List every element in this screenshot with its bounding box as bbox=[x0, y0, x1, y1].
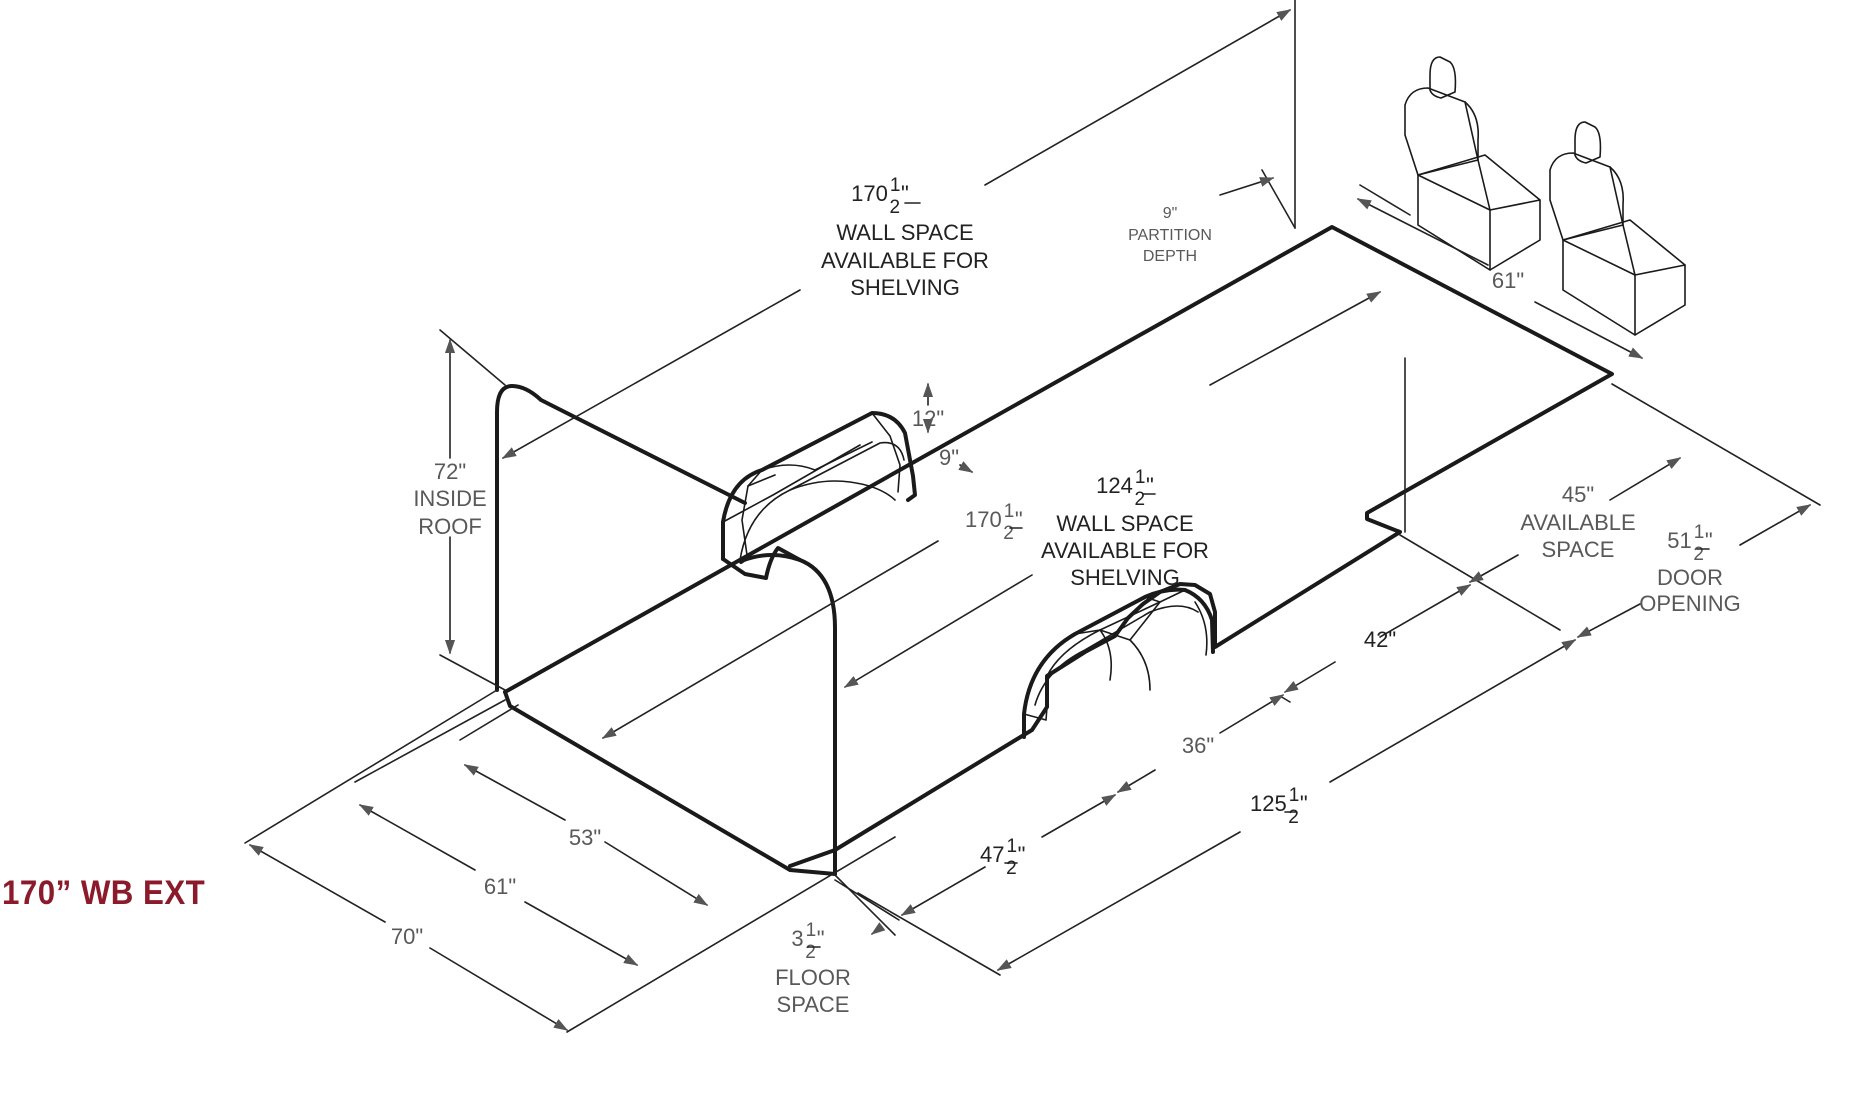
svg-text:INSIDE: INSIDE bbox=[413, 486, 486, 511]
svg-text:ROOF: ROOF bbox=[418, 514, 482, 539]
label-42: 42" bbox=[1364, 627, 1396, 652]
rear-wall-right-door-post bbox=[739, 553, 837, 876]
cargo-floor-outline bbox=[503, 225, 1614, 876]
passenger-seat bbox=[1549, 121, 1686, 336]
svg-text:WALL SPACE: WALL SPACE bbox=[836, 220, 973, 245]
label-wheel-well-depth: 9" bbox=[939, 445, 959, 470]
svg-text:DOOR: DOOR bbox=[1657, 565, 1723, 590]
label-53: 53" bbox=[569, 825, 601, 850]
svg-text:9": 9" bbox=[1163, 205, 1178, 222]
svg-text:AVAILABLE FOR: AVAILABLE FOR bbox=[1041, 538, 1209, 563]
svg-text:SHELVING: SHELVING bbox=[1070, 565, 1180, 590]
label-inside-roof: 72" INSIDE ROOF bbox=[413, 459, 486, 539]
rear-wall-left bbox=[495, 384, 747, 692]
page-title: 170” WB EXT bbox=[2, 874, 206, 912]
svg-text:SHELVING: SHELVING bbox=[850, 275, 960, 300]
svg-text:312": 312" bbox=[791, 920, 824, 963]
label-61: 61" bbox=[484, 874, 516, 899]
label-70: 70" bbox=[391, 924, 423, 949]
svg-text:AVAILABLE: AVAILABLE bbox=[1520, 510, 1635, 535]
wheel-well-left bbox=[721, 411, 917, 580]
svg-text:SPACE: SPACE bbox=[1542, 537, 1615, 562]
svg-text:WALL SPACE: WALL SPACE bbox=[1056, 511, 1193, 536]
label-seats-width: 61" bbox=[1492, 268, 1524, 293]
driver-seat bbox=[1404, 56, 1541, 271]
label-36: 36" bbox=[1182, 733, 1214, 758]
wheel-well-right bbox=[1022, 587, 1215, 739]
dimension-lines bbox=[244, 0, 1821, 1033]
svg-text:PARTITION: PARTITION bbox=[1128, 227, 1212, 244]
label-wheel-well-height: 12" bbox=[912, 406, 944, 431]
svg-text:DEPTH: DEPTH bbox=[1143, 248, 1197, 265]
svg-text:SPACE: SPACE bbox=[777, 992, 850, 1017]
svg-text:AVAILABLE FOR: AVAILABLE FOR bbox=[821, 248, 989, 273]
label-partition-depth: 9" PARTITION DEPTH bbox=[1128, 205, 1212, 265]
svg-text:72": 72" bbox=[434, 459, 466, 484]
label-available-space: 45" AVAILABLE SPACE bbox=[1520, 482, 1635, 562]
svg-text:FLOOR: FLOOR bbox=[775, 965, 851, 990]
svg-text:45": 45" bbox=[1562, 482, 1594, 507]
svg-text:OPENING: OPENING bbox=[1639, 591, 1740, 616]
